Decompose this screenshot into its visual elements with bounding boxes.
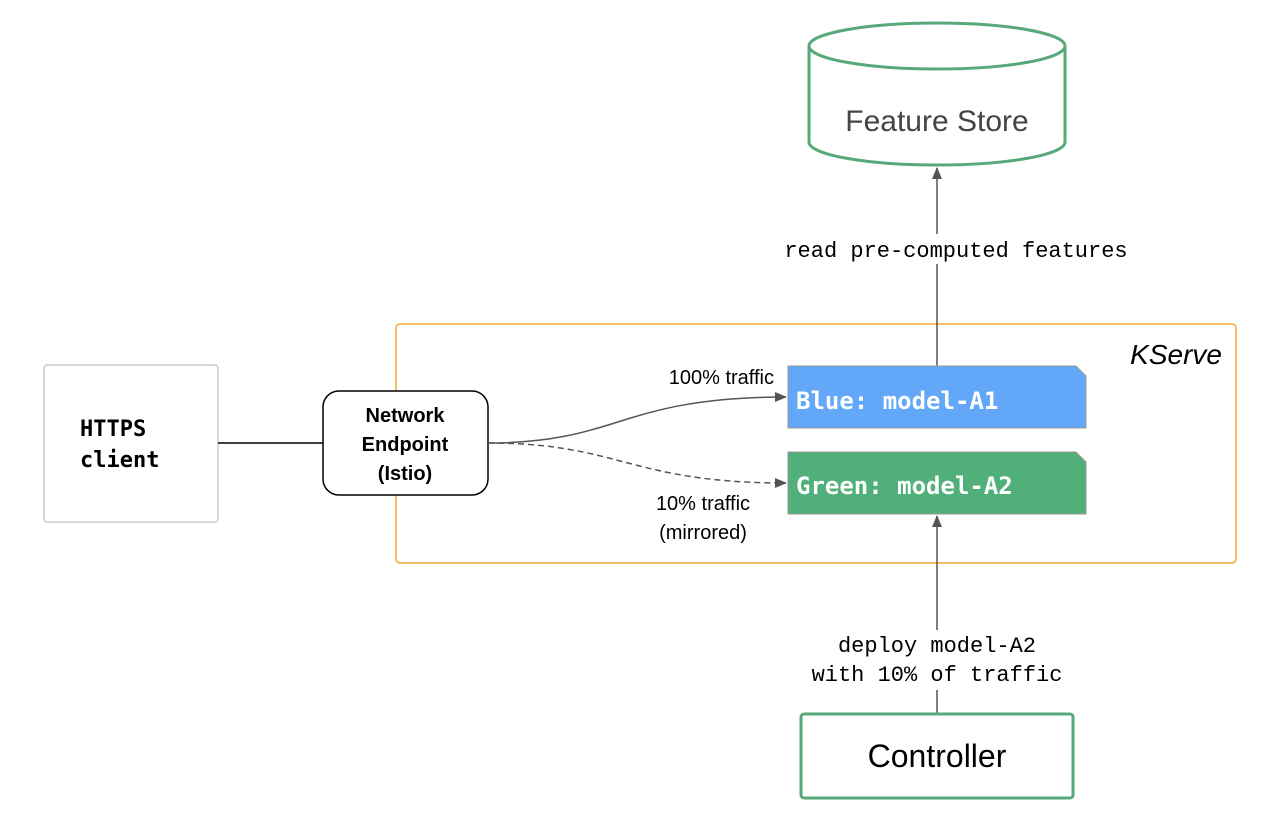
traffic-blue-label: 100% traffic [669,367,774,389]
deploy-label-line1: deploy model-A2 [838,634,1036,659]
traffic-green-arrow [487,442,787,488]
read-features-label-bg [770,234,1142,264]
feature-store-node: Feature Store [807,21,1067,167]
traffic-green-label-line1: 10% traffic [656,493,750,515]
read-features-label: read pre-computed features [784,239,1127,264]
controller-box [799,712,1075,800]
network-endpoint-line1: Network [366,405,446,427]
network-endpoint-line2: Endpoint [362,434,449,456]
blue-model-box [787,365,1087,429]
blue-model-label: Blue: model-A1 [796,387,998,415]
deploy-label-line2: with 10% of traffic [812,663,1063,688]
network-endpoint-node: Network Endpoint (Istio) [322,390,489,496]
feature-store-label: Feature Store [845,105,1028,138]
controller-label: Controller [868,738,1007,774]
https-client-line2: client [80,448,159,473]
green-model-box [787,451,1087,515]
feature-store-body [807,46,1067,167]
https-client-box [43,364,219,523]
traffic-blue-arrow [487,392,787,444]
feature-store-top [807,21,1067,71]
traffic-green-label-line2: (mirrored) [659,522,747,544]
green-model-label: Green: model-A2 [796,472,1013,500]
green-model-node: Green: model-A2 [787,451,1087,515]
controller-node: Controller [799,712,1075,800]
https-client-node: HTTPS client [43,364,219,523]
https-client-line1: HTTPS [80,417,146,442]
kserve-label: KServe [1130,339,1222,370]
network-endpoint-line3: (Istio) [378,463,432,485]
deploy-label-bg [798,630,1076,690]
blue-model-node: Blue: model-A1 [787,365,1087,429]
